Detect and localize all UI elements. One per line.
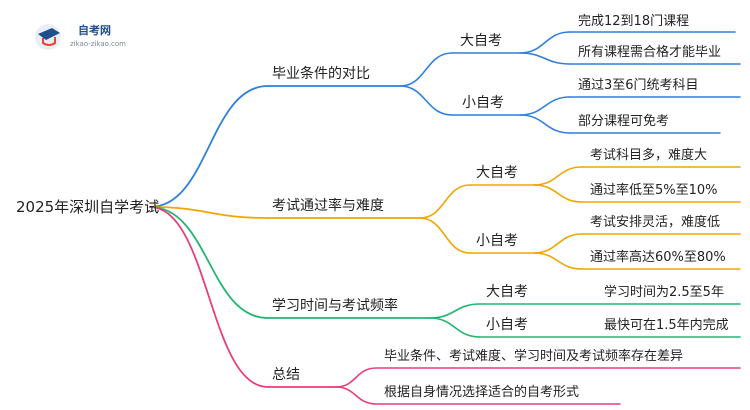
branch-summary-label: 总结 [272,367,300,383]
edge-graduation-small-1 [519,96,571,116]
edge-difficulty-small [419,217,471,254]
leaf-graduation-small-1: 通过3至6门统考科目 [578,78,699,93]
leaf-graduation-big-1: 完成12到18门课程 [578,14,689,29]
edge-difficulty-small-1 [533,233,583,254]
logo: 自考网 zikao-zikao.com [35,23,126,50]
leaf-graduation-small-2: 部分课程可免考 [578,114,669,129]
edge-graduation-big [399,52,453,87]
branch-difficulty-big-label: 大自考 [476,165,518,181]
leaf-summary-1: 毕业条件、考试难度、学习时间及考试频率存在差异 [384,348,683,364]
branch-difficulty-small-label: 小自考 [476,233,518,249]
branch-graduation-label: 毕业条件的对比 [272,65,370,82]
mindmap-edges [149,31,741,405]
branch-difficulty-label: 考试通过率与难度 [272,197,384,214]
leaf-time-small-1: 最快可在1.5年内完成 [604,317,729,333]
leaf-difficulty-big-2: 通过率低至5%至10% [590,182,718,198]
edge-time-small [429,317,481,338]
edge-difficulty-big-1 [533,166,583,186]
edge-difficulty-small-2 [533,252,583,270]
leaf-summary-2: 根据自身情况选择适合的自考形式 [384,384,579,400]
leaf-graduation-big-2: 所有课程需合格才能毕业 [578,44,721,60]
edge-difficulty-big [419,184,471,219]
branch-graduation-big-label: 大自考 [460,33,502,49]
leaf-difficulty-small-2: 通过率高达60%至80% [590,249,726,265]
edge-graduation-small-2 [519,114,571,134]
branch-time-label: 学习时间与考试频率 [272,297,398,314]
leaf-time-big-1: 学习时间为2.5至5年 [604,284,724,300]
edge-summary-2 [335,386,377,405]
edge-graduation-big-1 [519,31,571,54]
edge-root-branch-0 [149,85,269,208]
logo-name: 自考网 [78,23,111,37]
edge-graduation-small [399,85,453,116]
graduation-cap-icon [38,28,60,40]
root-topic: 2025年深圳自学考试 [16,198,159,216]
branch-time-small-label: 小自考 [486,317,528,333]
edge-graduation-big-2 [519,52,571,65]
leaf-difficulty-big-1: 考试科目多，难度大 [590,147,707,163]
branch-time-big-label: 大自考 [486,284,528,300]
edge-root-branch-2 [149,206,269,319]
edge-root-branch-1 [149,206,269,219]
graduation-cap-band-icon [42,37,56,46]
edge-root-branch-3 [149,206,269,388]
leaf-difficulty-small-1: 考试安排灵活，难度低 [590,214,720,230]
edge-time-big [429,303,481,319]
branch-graduation-small-label: 小自考 [462,95,504,111]
edge-summary-1 [335,367,377,388]
logo-url: zikao-zikao.com [70,40,126,48]
edge-difficulty-big-2 [533,184,583,203]
